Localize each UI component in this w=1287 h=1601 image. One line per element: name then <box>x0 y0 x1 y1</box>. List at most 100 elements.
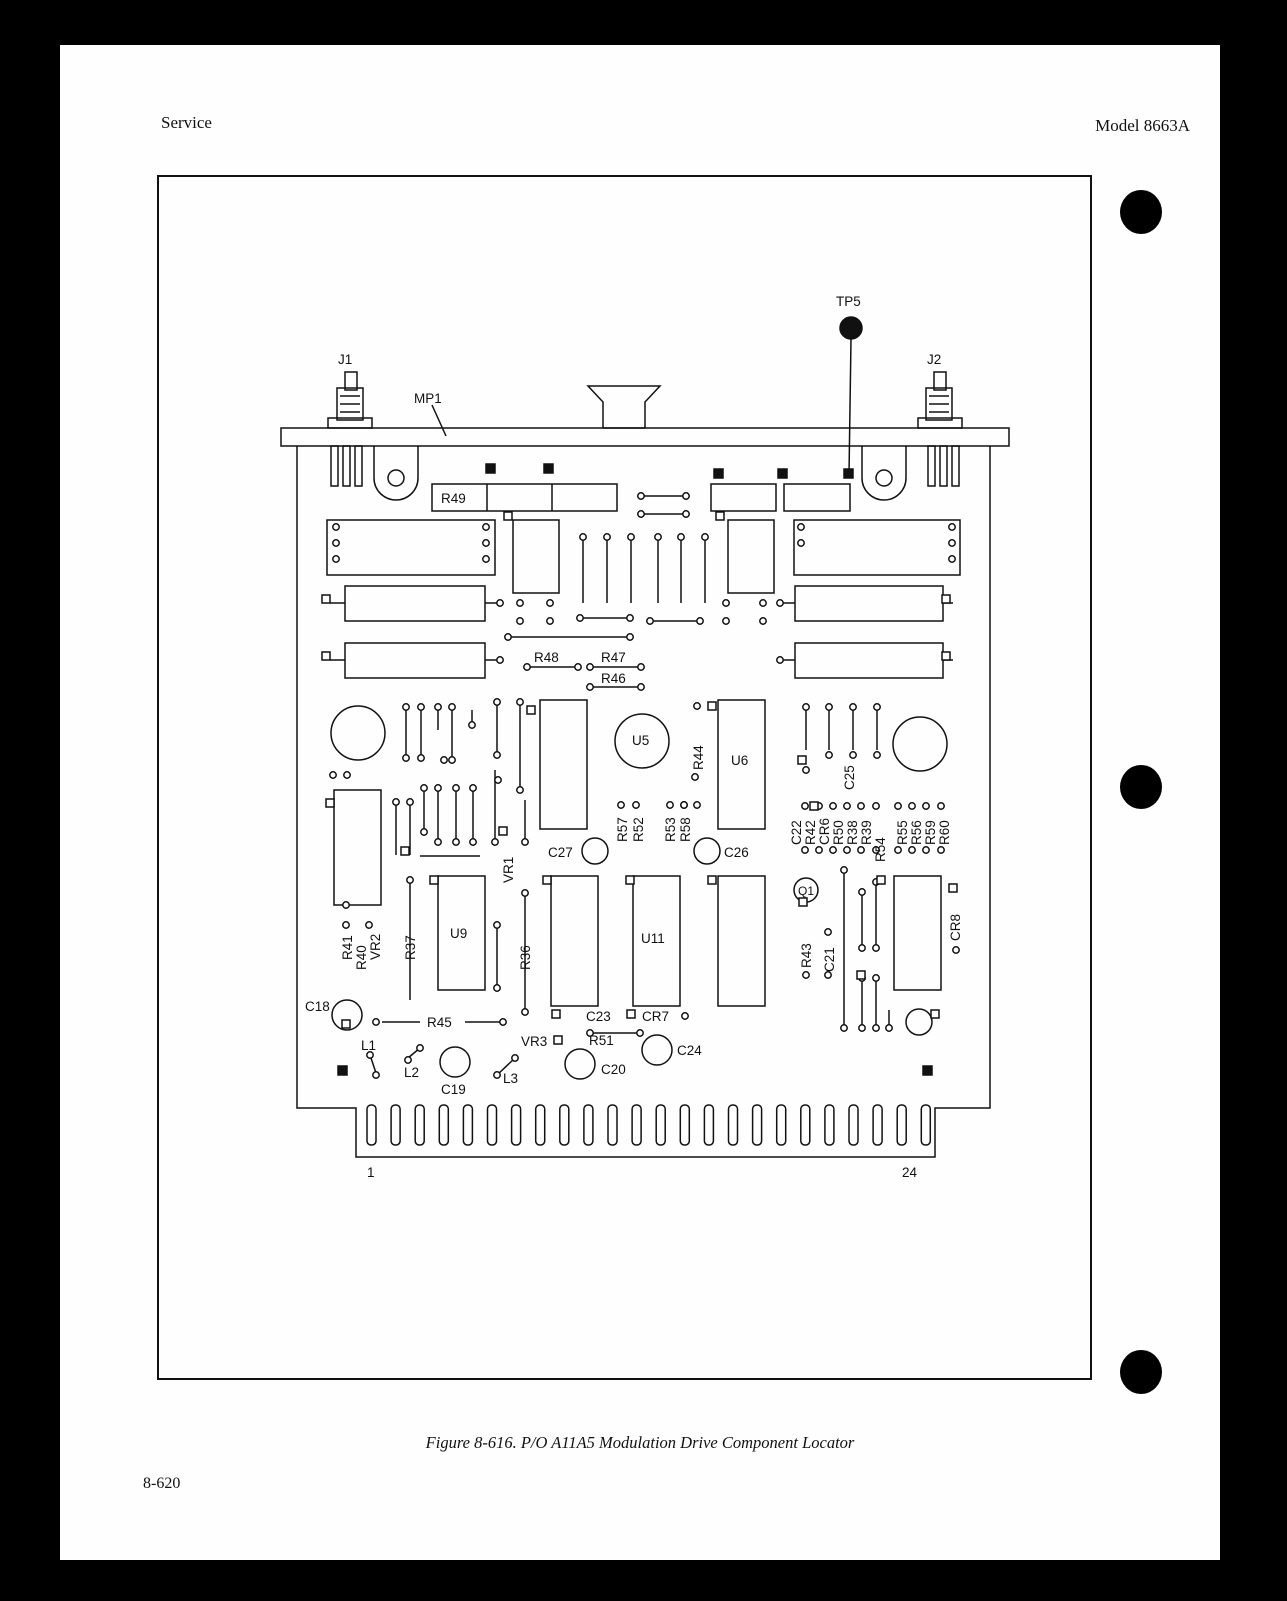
solder-pad <box>722 599 730 607</box>
solder-pad <box>759 599 767 607</box>
solder-pad <box>499 1018 507 1026</box>
square-pad <box>715 511 725 521</box>
square-pad <box>542 875 552 885</box>
mounting-hole-left <box>387 469 405 487</box>
r60-label: R60 <box>937 820 952 845</box>
c24-label: C24 <box>677 1043 702 1058</box>
small-pot-bottom-right <box>905 1008 933 1036</box>
panel-handle <box>586 385 662 429</box>
j2-connector <box>917 371 963 487</box>
solder-pad <box>666 801 674 809</box>
solder-pad <box>420 784 428 792</box>
solder-pad <box>937 802 945 810</box>
edge-finger <box>438 1104 450 1146</box>
solder-pad <box>677 533 685 541</box>
solder-pad <box>691 773 699 781</box>
u6-ic <box>717 699 766 830</box>
edge-finger <box>534 1104 546 1146</box>
c20-capacitor <box>564 1048 596 1080</box>
edge-connector <box>366 1104 932 1146</box>
solder-pad <box>494 776 502 784</box>
solder-pad <box>849 751 857 759</box>
square-pads <box>321 511 958 1045</box>
solder-pad <box>637 492 645 500</box>
mp1-leader <box>431 404 447 437</box>
square-pad <box>941 651 951 661</box>
solder-pad <box>626 633 634 641</box>
square-pad <box>626 1009 636 1019</box>
top-square-pads <box>337 463 933 1076</box>
solder-pad <box>680 801 688 809</box>
solder-pad <box>366 1051 374 1059</box>
binder-hole-bottom <box>1120 1350 1162 1394</box>
c23-label: C23 <box>586 1009 611 1024</box>
solder-pad <box>491 838 499 846</box>
l3-label: L3 <box>503 1071 518 1086</box>
solder-pad <box>654 533 662 541</box>
mounting-ear-left <box>373 446 419 501</box>
solder-pad <box>824 928 832 936</box>
solder-pad <box>636 1029 644 1037</box>
r50-label: R50 <box>831 820 846 845</box>
solder-pad <box>469 784 477 792</box>
solder-pad <box>858 944 866 952</box>
solder-pad <box>776 656 784 664</box>
square-pad <box>551 1009 561 1019</box>
edge-finger <box>824 1104 835 1146</box>
solder-pad <box>872 1024 880 1032</box>
solder-pad <box>516 786 524 794</box>
solder-pad <box>332 523 340 531</box>
edge-finger <box>775 1104 787 1146</box>
solder-pad <box>546 617 554 625</box>
edge-finger <box>462 1104 474 1146</box>
solder-pad <box>586 1029 594 1037</box>
square-pad <box>625 875 635 885</box>
r36-label: R36 <box>518 945 533 970</box>
solder-pad <box>797 539 805 547</box>
solder-pad <box>948 539 956 547</box>
solder-pad <box>448 703 456 711</box>
edge-finger <box>679 1104 691 1146</box>
figure-caption: Figure 8-616. P/O A11A5 Modulation Drive… <box>425 1433 855 1452</box>
edge-finger <box>390 1104 401 1146</box>
solder-pad <box>521 1008 529 1016</box>
solder-pad <box>406 798 414 806</box>
solder-pad <box>603 533 611 541</box>
solder-pad <box>894 802 902 810</box>
r53-label: R53 <box>663 817 678 842</box>
u6-label: U6 <box>731 753 748 768</box>
square-pad <box>707 875 717 885</box>
c27-label: C27 <box>548 845 573 860</box>
mp1-label: MP1 <box>414 391 442 406</box>
edge-finger <box>655 1104 666 1146</box>
solder-pad <box>586 683 594 691</box>
solder-pad <box>937 846 945 854</box>
u5-ic <box>614 713 670 769</box>
solder-pad <box>681 1012 689 1020</box>
r43-label: R43 <box>799 943 814 968</box>
solder-pad <box>511 1054 519 1062</box>
solder-pad <box>504 633 512 641</box>
solder-pad <box>586 663 594 671</box>
solder-pad <box>825 703 833 711</box>
solder-pad <box>521 838 529 846</box>
solder-pad <box>452 838 460 846</box>
ic-body-center <box>550 875 599 1007</box>
edge-finger <box>414 1104 425 1146</box>
r49-label: R49 <box>441 491 466 506</box>
solder-pad <box>696 617 704 625</box>
solder-pad <box>416 1044 424 1052</box>
solder-pad <box>404 1056 412 1064</box>
square-pad <box>503 511 513 521</box>
r54-label: R54 <box>873 837 888 862</box>
solder-pad <box>801 846 809 854</box>
edge-finger <box>559 1104 570 1146</box>
solder-pad <box>646 617 654 625</box>
edge-finger <box>583 1104 594 1146</box>
solder-pad <box>815 846 823 854</box>
u11-ic <box>632 875 681 1007</box>
solder-pad <box>693 702 701 710</box>
solder-pad <box>840 1024 848 1032</box>
solder-pad <box>402 703 410 711</box>
trim-pot-left <box>330 705 386 761</box>
